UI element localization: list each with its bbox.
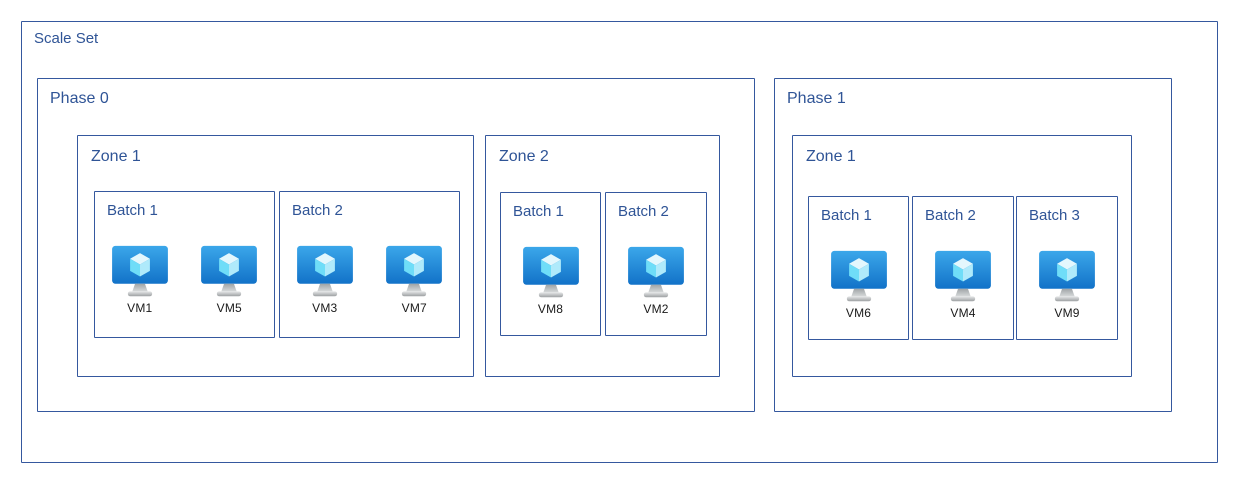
- vm-label: VM1: [127, 301, 153, 315]
- vm-label: VM8: [537, 302, 564, 316]
- vm-label: VM2: [643, 302, 669, 316]
- vm-item: VM9: [1032, 250, 1102, 320]
- vm-label: VM9: [1054, 306, 1080, 320]
- batch-label: Batch 1: [513, 203, 564, 220]
- vm-row: VM4: [913, 250, 1013, 320]
- virtual-machine-icon: [385, 245, 443, 299]
- vm-label: VM7: [401, 301, 427, 315]
- vm-row: VM6: [809, 250, 908, 320]
- batch-label: Batch 2: [292, 202, 343, 219]
- phase-1-box: Phase 1 Zone 1 Batch 1: [774, 78, 1172, 412]
- batch-label: Batch 2: [925, 207, 976, 224]
- vm-row: VM3: [280, 245, 459, 315]
- phase-1-zone-1-batch-2-box: Batch 2: [912, 196, 1014, 340]
- phase-1-zone-1-box: Zone 1 Batch 1: [792, 135, 1132, 377]
- vm-row: VM1: [95, 245, 274, 315]
- virtual-machine-icon: [200, 245, 258, 299]
- vm-item: VM4: [928, 250, 998, 320]
- vm-item: VM7: [379, 245, 449, 315]
- vm-label: VM4: [950, 306, 976, 320]
- phase-0-label: Phase 0: [50, 90, 109, 107]
- vm-row: VM8: [501, 246, 600, 316]
- vm-label: VM5: [216, 301, 242, 315]
- vm-label: VM3: [312, 301, 338, 315]
- batch-label: Batch 2: [618, 203, 669, 220]
- phase-0-zone-2-label: Zone 2: [499, 148, 549, 165]
- virtual-machine-icon: [111, 245, 169, 299]
- vm-item: VM6: [824, 250, 894, 320]
- vm-item: VM3: [290, 245, 360, 315]
- phase-0-zone-1-batch-1-box: Batch 1: [94, 191, 275, 338]
- virtual-machine-icon: [627, 246, 685, 300]
- vm-item: VM1: [105, 245, 175, 315]
- vm-item: VM8: [516, 246, 586, 316]
- phase-0-zone-2-batch-2-box: Batch 2: [605, 192, 707, 336]
- phase-0-zone-2-box: Zone 2 Batch 1: [485, 135, 720, 377]
- vm-row: VM2: [606, 246, 706, 316]
- vm-label: VM6: [845, 306, 872, 320]
- phase-1-zone-1-batch-1-box: Batch 1: [808, 196, 909, 340]
- virtual-machine-icon: [296, 245, 354, 299]
- phase-1-label: Phase 1: [787, 90, 846, 107]
- vm-item: VM2: [621, 246, 691, 316]
- phase-0-zone-1-label: Zone 1: [91, 148, 141, 165]
- phase-0-zone-1-batch-2-box: Batch 2: [279, 191, 460, 338]
- scale-set-box: Scale Set Phase 0 Zone 1 Batch 1: [21, 21, 1218, 463]
- phase-0-box: Phase 0 Zone 1 Batch 1: [37, 78, 755, 412]
- virtual-machine-icon: [1038, 250, 1096, 304]
- batch-label: Batch 3: [1029, 207, 1080, 224]
- vm-row: VM9: [1017, 250, 1117, 320]
- batch-label: Batch 1: [107, 202, 158, 219]
- phase-0-zone-2-batch-1-box: Batch 1: [500, 192, 601, 336]
- virtual-machine-icon: [934, 250, 992, 304]
- phase-0-zone-1-box: Zone 1 Batch 1: [77, 135, 474, 377]
- virtual-machine-icon: [830, 250, 888, 304]
- scale-set-label: Scale Set: [34, 30, 99, 47]
- batch-label: Batch 1: [821, 207, 872, 224]
- phase-1-zone-1-label: Zone 1: [806, 148, 856, 165]
- virtual-machine-icon: [522, 246, 580, 300]
- phase-1-zone-1-batch-3-box: Batch 3: [1016, 196, 1118, 340]
- vm-item: VM5: [194, 245, 264, 315]
